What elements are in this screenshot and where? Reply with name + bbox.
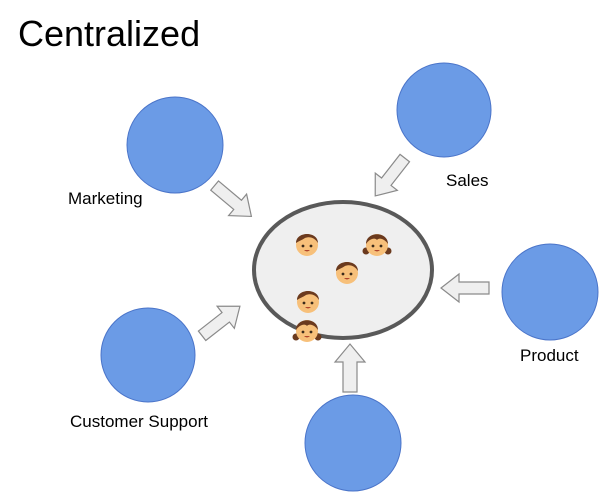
marketing-node: [126, 96, 224, 194]
page-title: Centralized: [18, 13, 201, 54]
product-arrow: [440, 272, 490, 304]
bottom-arrow: [333, 343, 367, 393]
customer-support-node: [100, 307, 196, 403]
customer-support-label: Customer Support: [70, 412, 208, 431]
person-icon-boy: [336, 262, 358, 284]
sales-node: [396, 62, 492, 158]
sales-label: Sales: [446, 171, 489, 190]
product-label: Product: [520, 346, 579, 365]
person-icon-boy: [296, 234, 318, 256]
marketing-label: Marketing: [68, 189, 143, 208]
person-icon-girl: [292, 320, 322, 342]
person-icon-boy: [297, 291, 319, 313]
bottom-node: [304, 394, 402, 492]
sales-arrow: [374, 153, 411, 197]
customer-support-arrow: [197, 305, 241, 342]
marketing-arrow: [209, 180, 253, 218]
product-node: [501, 243, 599, 341]
person-icon-girl: [362, 234, 392, 256]
